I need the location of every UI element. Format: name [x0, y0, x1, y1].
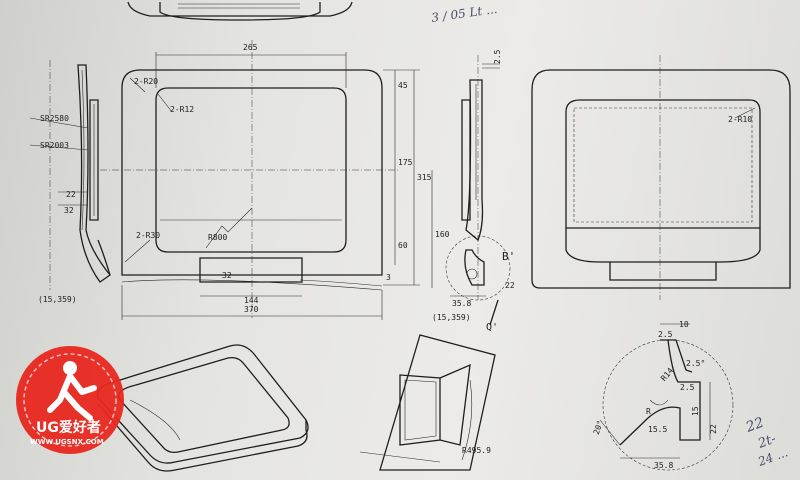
isometric-view-main: [96, 344, 309, 472]
right-view: 2-R10: [531, 55, 791, 300]
detail-dim-f: 15.5: [648, 425, 667, 434]
detail-dim-angle2: 20°: [592, 419, 605, 436]
detail-dim-e: 22: [709, 424, 718, 434]
handwritten-notes: 3 / 05 Lt ... 22 2t- 24 ...: [430, 2, 789, 469]
detail-label-b: B': [502, 250, 515, 263]
top-section-view: [127, 1, 353, 21]
detail-dim-r2: R: [646, 407, 651, 416]
front-radius-bottom: 2-R30: [136, 231, 160, 240]
iso-radius-label: R495.9: [462, 446, 491, 455]
sr-inner-label: SR2003: [40, 141, 69, 150]
handwritten-note-top: 3 / 05 Lt ...: [430, 2, 498, 25]
front-dim-lower: 60: [398, 241, 408, 250]
side-dim-bottom: 22: [505, 281, 515, 290]
sr-outer-label: SR2580: [40, 114, 69, 123]
front-dim-mid: 175: [398, 158, 413, 167]
side-view: 2.5 B' 22 35.8 Q': [445, 49, 515, 333]
left-dim-b: 32: [64, 206, 74, 215]
side-dim-width: 35.8: [452, 299, 471, 308]
runner-icon: [47, 361, 97, 421]
side-dim-top: 2.5: [493, 49, 502, 64]
detail-dim-g: 35.8: [654, 461, 673, 470]
front-dim-tab-h: 32: [222, 271, 232, 280]
isometric-view-side: R495.9: [359, 334, 496, 471]
detail-dim-angle: 2.5°: [686, 359, 705, 368]
left-coord: (15,359): [38, 295, 77, 304]
watermark-logo: UG爱好者 WWW.UGSNX.COM: [16, 346, 124, 454]
front-dim-base-h: 160: [435, 230, 450, 239]
front-coord: (15,359): [432, 313, 471, 322]
front-view: 265 45 175 60 315 160 3 2-R20 2-R12 2-R3…: [100, 40, 471, 322]
left-dim-a: 22: [66, 190, 76, 199]
front-dim-top: 45: [398, 81, 408, 90]
right-view-radius: 2-R10: [728, 115, 752, 124]
front-dim-base-offset: 3: [386, 273, 391, 282]
front-dim-height: 315: [417, 173, 432, 182]
front-radius-inner: 2-R12: [170, 105, 194, 114]
watermark-brand: UG爱好者: [36, 419, 101, 436]
section-label-q: Q': [486, 322, 498, 333]
handwritten-note-1: 22: [743, 415, 766, 437]
front-dim-tab-w: 144: [244, 296, 259, 305]
detail-dim-c: 2.5: [680, 383, 695, 392]
front-dim-total-w: 370: [244, 305, 259, 314]
watermark-url: WWW.UGSNX.COM: [30, 438, 104, 446]
detail-dim-a: 10: [679, 320, 689, 329]
front-radius-outer: 2-R20: [134, 77, 158, 86]
front-width-dim: 265: [243, 43, 258, 52]
detail-dim-b: 2.5: [658, 330, 673, 339]
handwritten-note-2: 2t-: [755, 432, 778, 453]
detail-view: 10 2.5 2.5° R14 R 2.5 15 22 15.5 35.8 20…: [592, 320, 734, 471]
front-radius-large: R800: [208, 233, 227, 242]
detail-dim-d: 15: [691, 406, 700, 416]
left-profile-view: SR2580 SR2003 22 32 (15,359): [29, 60, 111, 304]
